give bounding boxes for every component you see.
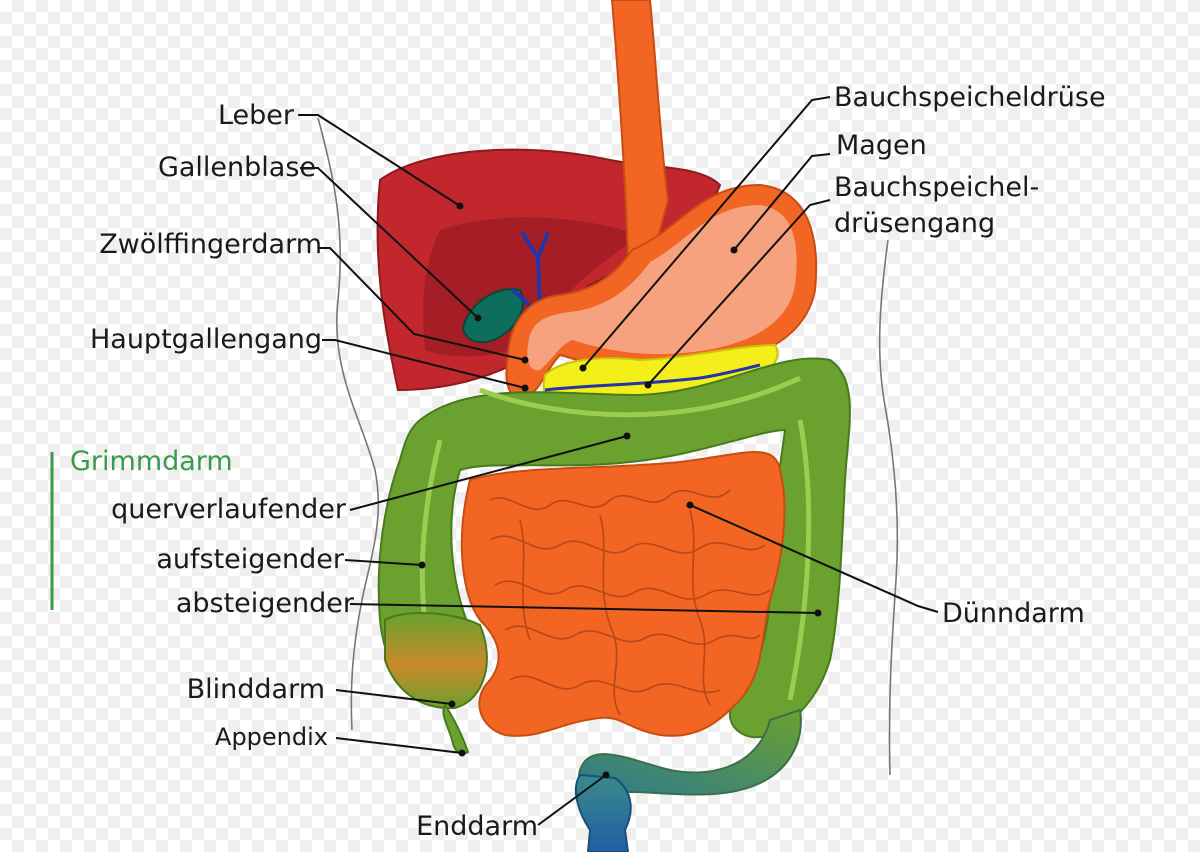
- label-absteigender: absteigender: [176, 588, 355, 619]
- leader-lines: [298, 96, 939, 826]
- label-querverlaufender: querverlaufender: [111, 494, 347, 525]
- label-zwoelffingerdarm: Zwölffingerdarm: [99, 229, 322, 260]
- rectum-shape: [574, 773, 632, 852]
- pancreatic-duct: [544, 363, 761, 392]
- label-blinddarm: Blinddarm: [187, 674, 325, 705]
- small-intestine-shape: [460, 451, 786, 737]
- label-bauchspeicheldruesengang-line1: Bauchspeichel-: [834, 172, 1039, 203]
- label-enddarm: Enddarm: [416, 811, 538, 842]
- body-outline: [317, 117, 899, 776]
- label-leber: Leber: [218, 100, 295, 131]
- label-bauchspeicheldruesengang-line2: drüsengang: [834, 208, 995, 239]
- cecum-shape: [384, 612, 488, 710]
- label-gallenblase: Gallenblase: [158, 152, 316, 183]
- stomach-inner: [527, 205, 797, 371]
- label-hauptgallengang: Hauptgallengang: [90, 324, 322, 355]
- label-grimmdarm: Grimmdarm: [70, 446, 233, 477]
- label-bauchspeicheldruese: Bauchspeicheldrüse: [834, 82, 1106, 113]
- appendix-shape: [442, 703, 470, 755]
- label-aufsteigender: aufsteigender: [156, 544, 345, 575]
- leader-dots: [418, 202, 822, 779]
- gallbladder-shape: [461, 288, 524, 344]
- label-appendix: Appendix: [215, 723, 328, 751]
- label-duenndarm: Dünndarm: [942, 598, 1085, 629]
- label-magen: Magen: [836, 130, 927, 161]
